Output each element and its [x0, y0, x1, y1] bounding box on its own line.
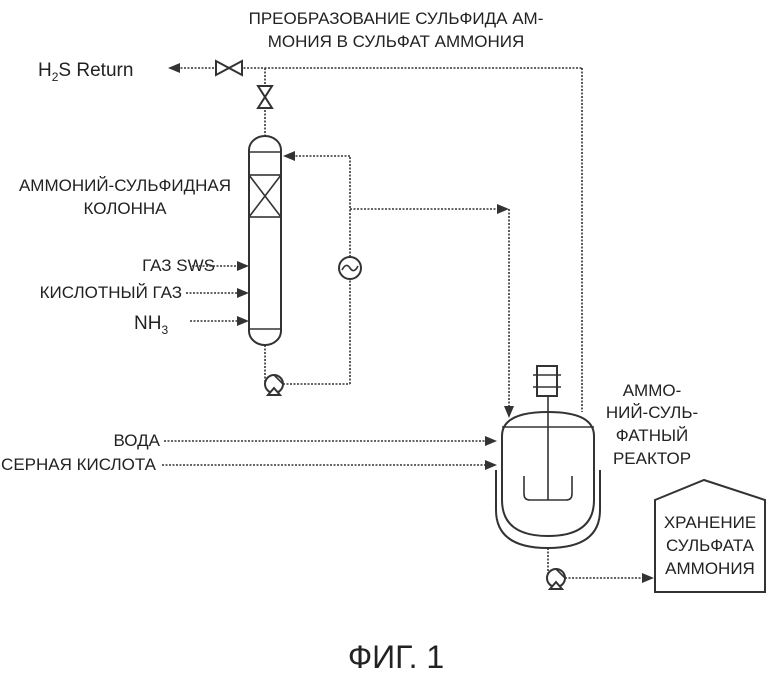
heat-exchanger-icon: [339, 257, 361, 279]
reactor-label-line-2: НИЙ-СУЛЬ-: [606, 403, 698, 422]
reactor-pump-icon: [547, 569, 565, 589]
title-line-1: ПРЕОБРАЗОВАНИЕ СУЛЬФИДА АМ-: [249, 9, 544, 28]
storage-label-line-1: ХРАНЕНИЕ: [664, 513, 756, 532]
sulfate-reactor: [496, 366, 600, 548]
product-branch-arrowhead: [497, 204, 509, 214]
recycle-return-arrowhead: [283, 151, 295, 161]
input-water-label: ВОДА: [114, 431, 161, 450]
input-sws-arrowhead: [237, 261, 249, 271]
h2s-return-arrowhead: [168, 63, 180, 73]
column-label-line-2: КОЛОННА: [83, 199, 167, 218]
input-acid-gas-label: КИСЛОТНЫЙ ГАЗ: [40, 283, 182, 302]
column-valve-icon: [258, 86, 272, 108]
return-valve-icon: [216, 61, 242, 75]
input-nh3-arrowhead: [237, 316, 249, 326]
h2s-return-label: H2S Return: [38, 60, 133, 84]
input-acid-gas-arrowhead: [237, 288, 249, 298]
input-sulfuric-label: СЕРНАЯ КИСЛОТА: [1, 455, 157, 474]
product-to-reactor-arrowhead: [504, 406, 514, 418]
title-line-2: МОНИЯ В СУЛЬФАТ АММОНИЯ: [268, 32, 525, 51]
input-sulfuric-arrowhead: [485, 460, 497, 470]
sulfide-column: [249, 136, 281, 345]
input-nh3-label: NH3: [134, 313, 168, 337]
reactor-label-line-1: АММО-: [623, 381, 682, 400]
reactor-label-line-4: РЕАКТОР: [613, 449, 691, 468]
reactor-label-line-3: ФАТНЫЙ: [616, 426, 689, 445]
to-storage-arrowhead: [642, 573, 654, 583]
column-label-line-1: АММОНИЙ-СУЛЬФИДНАЯ: [19, 176, 231, 195]
input-water-arrowhead: [485, 436, 497, 446]
column-pump-icon: [265, 375, 283, 395]
figure-caption: ФИГ. 1: [348, 639, 444, 675]
storage-label-line-3: АММОНИЯ: [665, 559, 755, 578]
storage-label-line-2: СУЛЬФАТА: [666, 536, 755, 555]
